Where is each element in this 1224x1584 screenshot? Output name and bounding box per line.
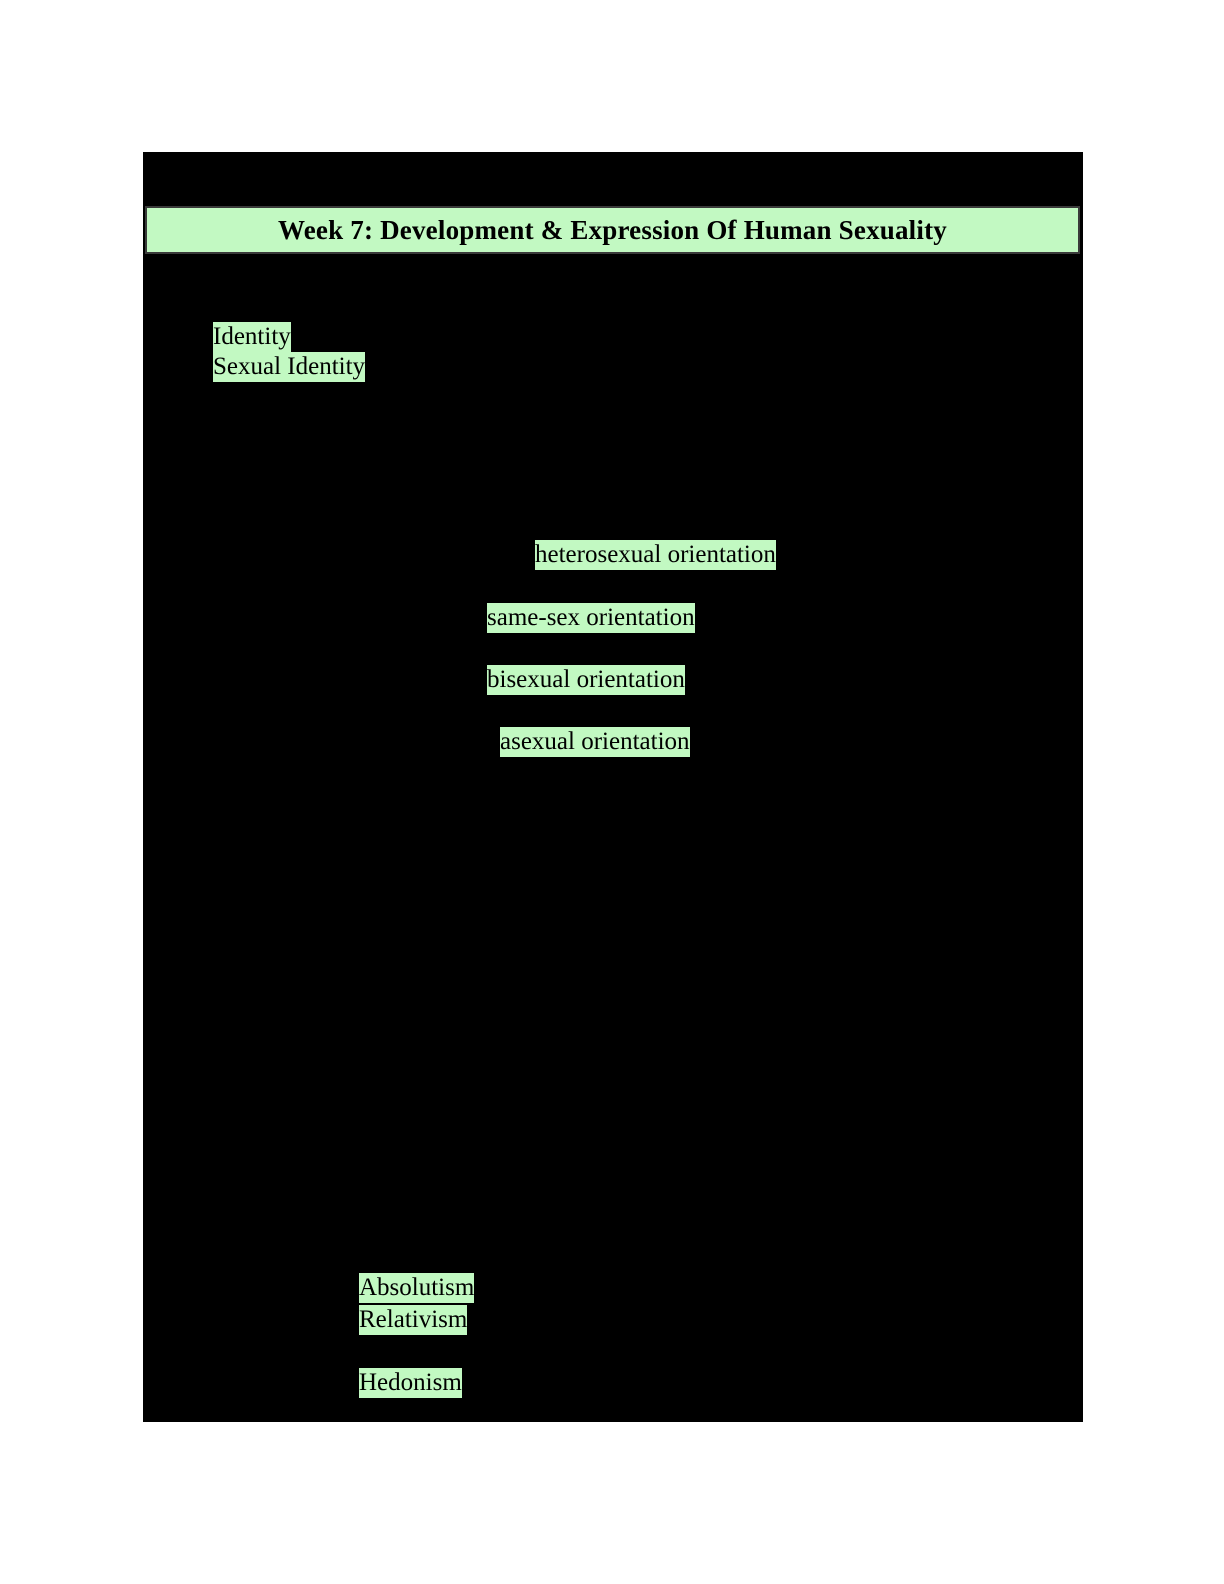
highlight-heterosexual-orientation: heterosexual orientation [535,540,776,570]
highlight-relativism: Relativism [359,1305,468,1335]
page-title: Week 7: Development & Expression Of Huma… [278,214,947,245]
title-banner: Week 7: Development & Expression Of Huma… [145,206,1080,254]
highlight-same-sex-orientation: same-sex orientation [487,603,695,633]
highlight-absolutism: Absolutism [359,1273,475,1303]
highlight-sexual-identity: Sexual Identity [213,352,366,382]
highlight-asexual-orientation: asexual orientation [500,727,690,757]
notes-canvas: Week 7: Development & Expression Of Huma… [143,152,1083,1422]
highlight-hedonism: Hedonism [359,1368,462,1398]
highlight-identity: Identity [213,322,291,352]
highlight-bisexual-orientation: bisexual orientation [487,665,685,695]
